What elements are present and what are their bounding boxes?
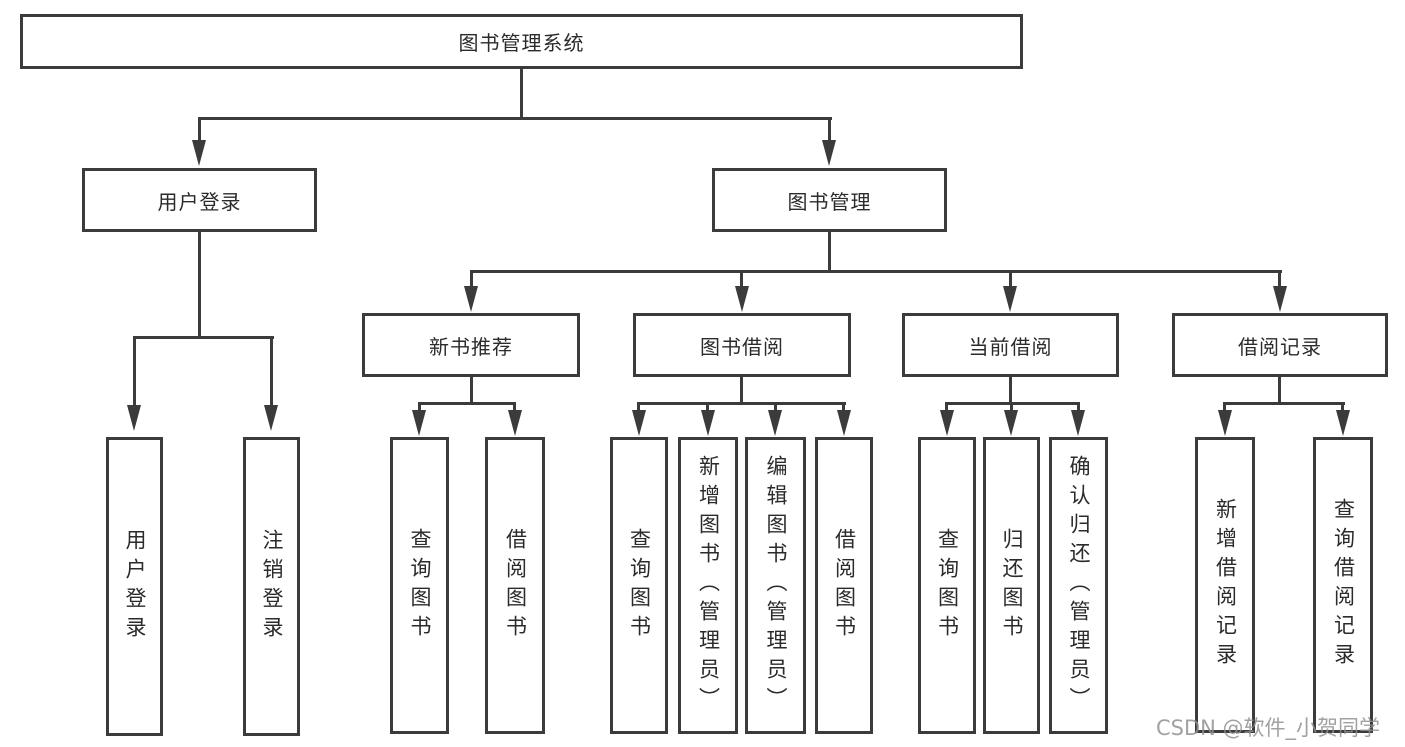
leaf-query-book-current: 查询图书: [918, 437, 976, 734]
node-book-borrow-label: 图书借阅: [700, 334, 784, 359]
leaf-user-login: 用户登录: [106, 437, 163, 736]
leaf-query-book-recommend-label: 查询图书: [408, 527, 432, 644]
arrow-down-icon: [464, 286, 478, 312]
connector-line: [418, 402, 516, 405]
leaf-return-book: 归还图书: [983, 437, 1040, 734]
connector-line: [740, 377, 743, 402]
root-node-library-management-system: 图书管理系统: [20, 14, 1023, 69]
arrow-down-icon: [940, 410, 954, 436]
node-current-borrow: 当前借阅: [902, 313, 1119, 377]
connector-line: [1223, 402, 1226, 412]
leaf-user-login-label: 用户登录: [123, 528, 147, 645]
leaf-borrow-book: 借阅图书: [815, 437, 873, 734]
connector-line: [1009, 270, 1012, 288]
leaf-logout-label: 注销登录: [260, 528, 284, 645]
node-current-borrow-label: 当前借阅: [968, 334, 1053, 359]
arrow-down-icon: [1071, 410, 1085, 436]
arrow-down-icon: [192, 140, 206, 166]
leaf-add-borrow-record: 新增借阅记录: [1195, 437, 1255, 733]
node-book-management-label: 图书管理: [787, 189, 872, 214]
node-book-management: 图书管理: [712, 168, 947, 232]
node-new-book-recommend-label: 新书推荐: [429, 334, 513, 359]
arrow-down-icon: [632, 410, 646, 436]
node-borrow-records-label: 借阅记录: [1238, 334, 1322, 359]
leaf-add-book-admin: 新增图书（管理员）: [678, 437, 738, 734]
connector-line: [470, 270, 473, 288]
leaf-logout: 注销登录: [243, 437, 300, 736]
connector-line: [774, 402, 777, 412]
csdn-watermark: CSDN @软件_小贺同学: [1156, 716, 1381, 740]
connector-line: [945, 402, 948, 412]
connector-line: [828, 117, 831, 142]
arrow-down-icon: [1003, 286, 1017, 312]
connector-line: [638, 402, 846, 405]
connector-line: [513, 402, 516, 412]
connector-line: [198, 232, 201, 336]
connector-line: [198, 117, 832, 120]
leaf-edit-book-admin: 编辑图书（管理员）: [745, 437, 806, 734]
arrow-down-icon: [1004, 410, 1018, 436]
leaf-query-book-borrow: 查询图书: [610, 437, 668, 734]
leaf-add-borrow-record-label: 新增借阅记录: [1213, 498, 1238, 672]
arrow-down-icon: [837, 410, 851, 436]
arrow-down-icon: [735, 286, 749, 312]
arrow-down-icon: [127, 405, 141, 431]
node-new-book-recommend: 新书推荐: [362, 313, 580, 377]
leaf-borrow-book-recommend-label: 借阅图书: [503, 527, 528, 644]
connector-line: [828, 232, 831, 270]
arrow-down-icon: [1273, 286, 1287, 312]
root-node-label: 图书管理系统: [458, 31, 585, 55]
arrow-down-icon: [1218, 410, 1232, 436]
connector-line: [133, 336, 274, 339]
connector-line: [198, 117, 201, 142]
leaf-return-book-label: 归还图书: [1000, 527, 1024, 644]
connector-line: [637, 402, 640, 412]
leaf-query-book-borrow-label: 查询图书: [627, 527, 652, 644]
arrow-down-icon: [768, 410, 782, 436]
leaf-query-book-recommend: 查询图书: [390, 437, 449, 734]
connector-line: [1278, 270, 1281, 288]
connector-line: [470, 270, 1282, 273]
node-borrow-records: 借阅记录: [1172, 313, 1388, 377]
connector-line: [1010, 402, 1013, 412]
arrow-down-icon: [412, 410, 426, 436]
connector-line: [520, 69, 523, 117]
leaf-query-borrow-record-label: 查询借阅记录: [1331, 498, 1356, 672]
connector-line: [1077, 402, 1080, 412]
connector-line: [1278, 377, 1281, 402]
leaf-borrow-book-label: 借阅图书: [832, 527, 857, 644]
leaf-query-book-current-label: 查询图书: [935, 527, 960, 644]
connector-line: [1341, 402, 1344, 412]
connector-line: [470, 377, 473, 402]
leaf-confirm-return-admin: 确认归还（管理员）: [1049, 437, 1108, 734]
leaf-confirm-return-admin-label: 确认归还（管理员）: [1067, 455, 1091, 716]
connector-line: [1223, 402, 1345, 405]
arrow-down-icon: [264, 405, 278, 431]
arrow-down-icon: [822, 140, 836, 166]
connector-line: [706, 402, 709, 412]
arrow-down-icon: [1336, 410, 1350, 436]
connector-line: [133, 336, 136, 407]
leaf-add-book-admin-label: 新增图书（管理员）: [696, 455, 721, 716]
connector-line: [842, 402, 845, 412]
leaf-edit-book-admin-label: 编辑图书（管理员）: [764, 455, 788, 716]
node-book-borrow: 图书借阅: [633, 313, 851, 377]
leaf-query-borrow-record: 查询借阅记录: [1313, 437, 1373, 733]
leaf-borrow-book-recommend: 借阅图书: [485, 437, 545, 734]
connector-line: [270, 336, 273, 407]
node-user-login: 用户登录: [82, 168, 317, 232]
node-user-login-label: 用户登录: [157, 189, 242, 214]
arrow-down-icon: [701, 410, 715, 436]
connector-line: [418, 402, 421, 412]
connector-line: [1009, 377, 1012, 402]
connector-line: [740, 270, 743, 288]
arrow-down-icon: [508, 410, 522, 436]
